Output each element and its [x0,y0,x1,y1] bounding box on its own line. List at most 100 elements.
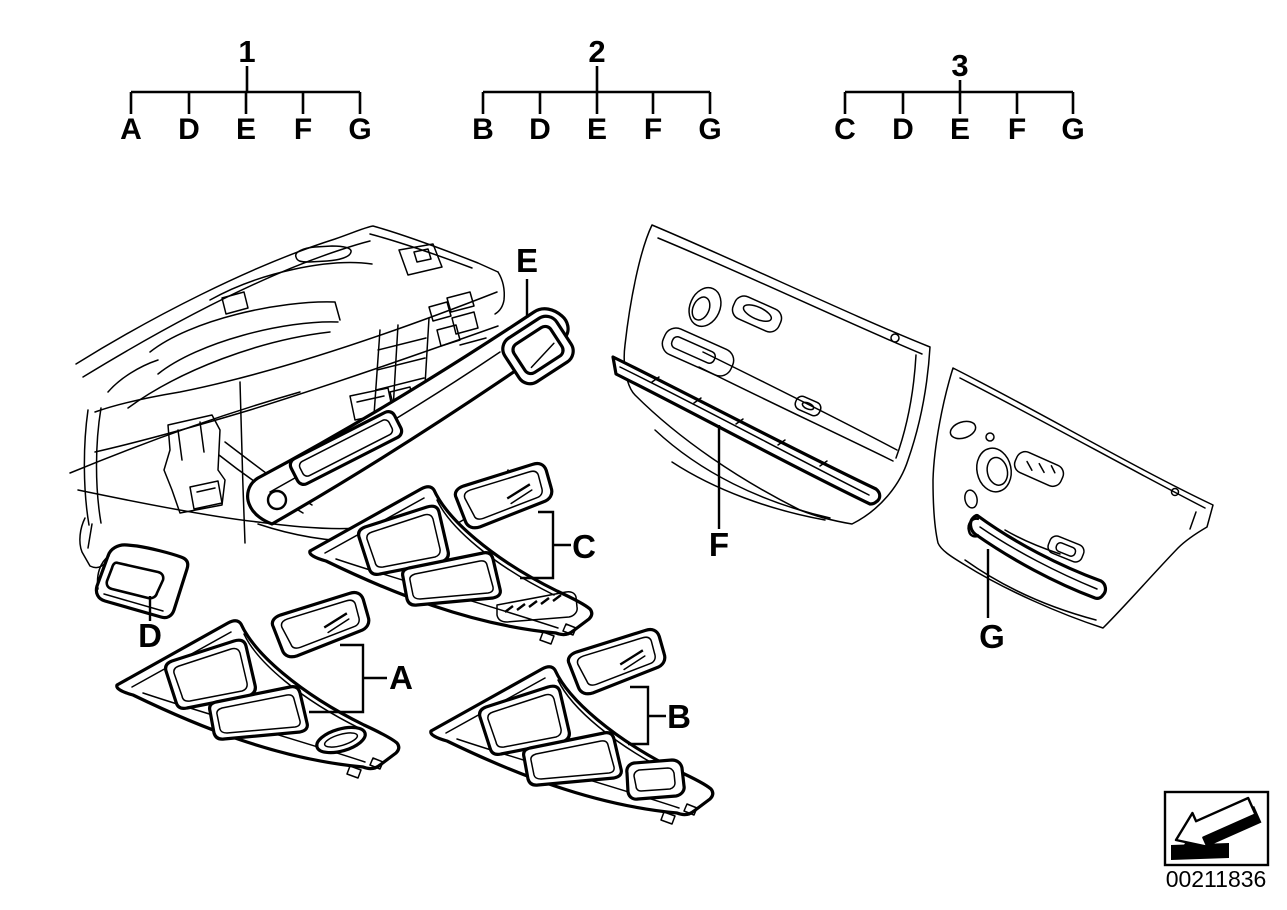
rear-door-step [1189,511,1197,530]
callout-d-label: D [138,617,162,654]
front-door-window-switch [731,295,783,333]
front-door-tweeter [688,286,722,328]
callout-e-label: E [516,242,538,279]
steering-column-support [163,414,226,514]
console-c-tray-hatch [504,594,562,613]
console-trim-b-group: B [429,623,715,826]
rear-door-window-switch [1013,450,1065,488]
bracket-b [628,685,666,746]
tree-bracket [843,80,1075,114]
console-c-tray [496,591,578,623]
tree-letter: D [529,113,551,146]
footer-block: 00211836 [1163,790,1270,892]
tree-bracket [481,66,712,114]
dashboard-right-cap [494,271,505,315]
bracket-a [309,643,387,714]
front-door-trim-strip-f [611,355,882,506]
tree-letter: D [178,113,200,146]
rear-door-speaker [976,447,1012,493]
tree-number: 3 [951,48,968,83]
trim-d-window [105,561,165,600]
rear-door-pin [1170,487,1180,497]
dashboard-face-top [94,291,498,413]
cluster-arc-1 [149,301,341,353]
trim-strip-e-radio-window [288,410,404,486]
cowl-bracket [221,291,249,315]
defroster-vent [295,245,352,263]
rear-door-small-oval [964,489,978,509]
armrest-lid-a [268,586,376,662]
tree-letter: D [892,113,914,146]
return-arrow-icon [1171,796,1262,860]
tree-letter: E [950,113,970,146]
dashboard-drawing [69,225,509,569]
callout-b-label: B [667,698,691,735]
glovebox-trim-d-group: D [94,543,190,654]
rear-door-dot [985,432,995,442]
dashboard-trim-strip-e: E [246,242,575,526]
rear-door-top-fold [959,377,1206,509]
rear-door-pull-cup [967,517,980,538]
tree-bracket [129,66,362,114]
callout-a-label: A [389,659,413,696]
front-door-outline [623,224,931,525]
tree-letter: G [698,113,721,146]
tree-letter: F [1008,113,1026,146]
cluster-arc-4 [127,331,331,409]
top-vent [398,243,443,276]
console-trim-c-group: C [308,457,596,646]
front-door-pin [890,333,900,343]
front-door-bottom-inner [654,429,831,519]
dashboard-right-inner [369,233,473,269]
cowl-swoosh [209,261,373,301]
front-door-release [794,395,822,417]
variant-tree-3: 3 C D E F G [834,48,1085,146]
trim-strip-e-hole [266,489,288,511]
tree-letter: C [834,113,856,146]
callout-g-label: G [979,618,1005,655]
left-pillar [83,407,102,526]
rear-door-tweeter [949,420,977,440]
tree-letter: E [236,113,256,146]
console-trim-a-group: A [115,586,413,780]
cluster-arc-3 [107,359,159,393]
front-door-right-fold [895,354,917,459]
cluster-arc-2 [157,321,339,375]
tree-letter: F [294,113,312,146]
knee-bolster-line [69,391,301,474]
tree-number: 2 [588,34,605,69]
tree-number: 1 [238,34,255,69]
tree-letter: A [120,113,142,146]
trim-strip-e-end-pad [501,314,575,386]
armrest-lid-b [564,623,672,699]
callout-c-label: C [572,528,596,565]
rear-door-group: G [932,367,1214,655]
armrest-lid-c [451,457,559,533]
rear-door-trim-strip-g [968,514,1108,600]
front-door-trim-ticks [651,376,828,467]
tree-letter: B [472,113,494,146]
dashboard-cowl-inner [82,240,371,378]
front-door-pull-handle [661,327,735,377]
callout-f-label: F [709,526,729,563]
column-vertical-line [239,381,246,544]
rear-door-outline [932,367,1214,629]
front-door-pocket [671,461,826,521]
rear-door-handle-curve [1004,529,1061,555]
console-b-panel [429,665,715,826]
tree-letter: G [348,113,371,146]
rear-door-bottom-inner [964,559,1097,621]
center-vents [428,291,479,347]
front-door-trim-inner [619,366,870,496]
console-b-rear-opening-inner [633,767,676,792]
rear-door-handle [1047,535,1085,563]
tree-letter: G [1061,113,1084,146]
variant-tree-2: 2 B D E F G [472,34,722,146]
tree-letter: E [587,113,607,146]
front-door-armrest [698,351,898,462]
variant-tree-1: 1 A D E F G [120,34,372,146]
bracket-c [520,510,571,580]
dashboard-face-bottom [94,325,499,453]
